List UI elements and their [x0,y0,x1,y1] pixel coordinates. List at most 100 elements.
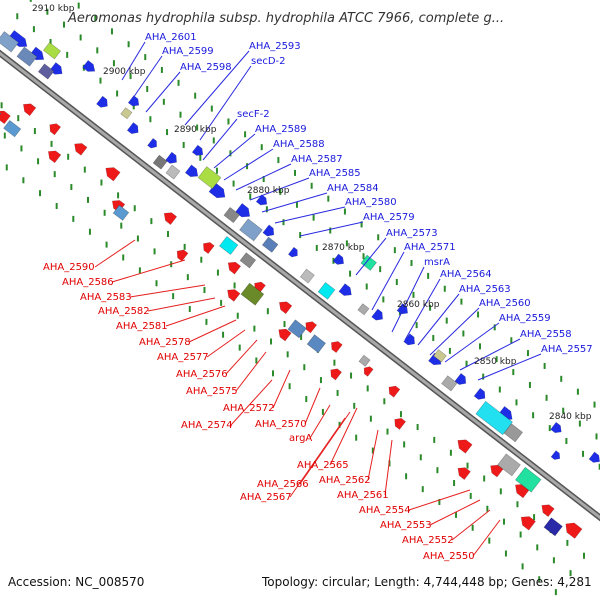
reverse-gene-arrow [457,439,473,454]
gene-label[interactable]: AHA_2573 [386,228,438,239]
leader-line [230,379,273,426]
gene-label[interactable]: secF-2 [237,109,270,120]
forward-gene-arrow [454,373,467,385]
accession-text: Accession: NC_008570 [8,575,144,589]
gene-label[interactable]: AHA_2582 [98,306,150,317]
leader-line [206,329,246,358]
gene-label[interactable]: AHA_2577 [157,352,209,363]
gene-label[interactable]: AHA_2586 [62,277,114,288]
feature-block [120,107,133,120]
feature-block [219,236,239,255]
gene-label[interactable]: AHA_2552 [402,535,454,546]
leader-line [145,71,181,113]
gene-label[interactable]: argA [289,433,312,444]
leader-line [391,266,425,333]
gene-label[interactable]: AHA_2550 [423,551,475,562]
gene-label[interactable]: AHA_2554 [359,505,411,516]
gene-label[interactable]: AHA_2581 [116,321,168,332]
reverse-gene-arrow [105,167,121,182]
reverse-gene-arrow [47,150,62,164]
gene-label[interactable]: AHA_2585 [309,168,361,179]
gene-label[interactable]: AHA_2574 [181,420,233,431]
leader-line [384,439,393,496]
forward-gene-arrow [255,194,268,206]
reverse-gene-arrow [520,516,536,531]
gene-label[interactable]: AHA_2578 [139,337,191,348]
leader-line [367,429,379,481]
feature-block [239,218,263,242]
gene-label[interactable]: AHA_2589 [255,124,307,135]
forward-gene-arrow [338,283,352,296]
forward-gene-arrow [588,451,600,463]
leader-line [147,297,216,312]
gene-label[interactable]: AHA_2571 [404,242,456,253]
gene-label[interactable]: AHA_2598 [180,62,232,73]
gene-label[interactable]: AHA_2559 [499,313,551,324]
gene-label[interactable]: AHA_2561 [337,490,389,501]
reverse-gene-arrow [203,242,215,255]
reverse-gene-arrow [176,249,189,262]
reverse-gene-arrow [330,368,342,381]
gene-label[interactable]: AHA_2575 [186,386,238,397]
gene-label[interactable]: AHA_2576 [176,369,228,380]
leader-line [132,55,163,99]
gene-label[interactable]: AHA_2565 [297,460,349,471]
gene-label[interactable]: AHA_2580 [345,197,397,208]
gene-label[interactable]: AHA_2599 [162,46,214,57]
reverse-gene-arrow [388,385,401,398]
feature-block [3,119,22,138]
feature-block [503,423,523,443]
gene-label[interactable]: AHA_2590 [43,262,95,273]
gene-label[interactable]: AHA_2583 [80,292,132,303]
genome-backbone [0,49,600,522]
gene-label[interactable]: AHA_2587 [291,154,343,165]
gene-label[interactable]: AHA_2579 [363,212,415,223]
leader-line [404,278,441,341]
feature-block [261,236,279,253]
gene-label[interactable]: AHA_2553 [380,520,432,531]
gene-label[interactable]: AHA_2588 [273,139,325,150]
leader-line [225,339,258,375]
gene-label[interactable]: AHA_2572 [223,403,275,414]
leader-line [299,221,364,237]
forward-gene-arrow [96,95,108,108]
feature-block [37,63,55,80]
gene-label[interactable]: AHA_2558 [520,329,572,340]
reverse-gene-arrow [279,301,293,315]
gene-label[interactable]: AHA_2562 [319,475,371,486]
scale-label: 2870 kbp [322,243,365,253]
forward-gene-arrow [332,253,344,265]
gene-label[interactable]: AHA_2567 [240,492,292,503]
gene-label[interactable]: AHA_2557 [541,344,593,355]
reverse-gene-arrow [331,341,343,354]
feature-block [16,46,38,67]
forward-gene-arrow [127,95,140,107]
leader-line [165,305,226,327]
reverse-gene-arrow [227,289,241,302]
leader-line [329,407,358,466]
gene-label[interactable]: AHA_2584 [327,183,379,194]
gene-label[interactable]: secD-2 [251,56,286,67]
reverse-gene-arrow [541,504,555,517]
gene-label[interactable]: msrA [424,257,450,268]
leader-line [223,148,274,181]
reverse-gene-arrow [305,321,318,334]
gene-label[interactable]: AHA_2570 [255,419,307,430]
scale-label: 2890 kbp [174,125,217,135]
leader-line [429,499,481,526]
scale-labels: 2910 kbp 2900 kbp 2890 kbp 2880 kbp 2870… [32,4,592,422]
feature-block [306,334,327,354]
gene-label[interactable]: AHA_2593 [249,41,301,52]
gene-label[interactable]: AHA_2601 [145,32,197,43]
forward-gene-arrow [287,246,298,258]
gene-label[interactable]: AHA_2566 [257,479,309,490]
gene-label[interactable]: AHA_2564 [440,269,492,280]
reverse-gene-arrow [394,417,406,430]
leader-line [429,307,480,356]
forward-gene-arrow [550,450,561,460]
gene-label[interactable]: AHA_2563 [459,284,511,295]
reverse-gene-arrow [490,464,504,478]
gene-label[interactable]: AHA_2560 [479,298,531,309]
label-leader-lines [94,41,542,557]
